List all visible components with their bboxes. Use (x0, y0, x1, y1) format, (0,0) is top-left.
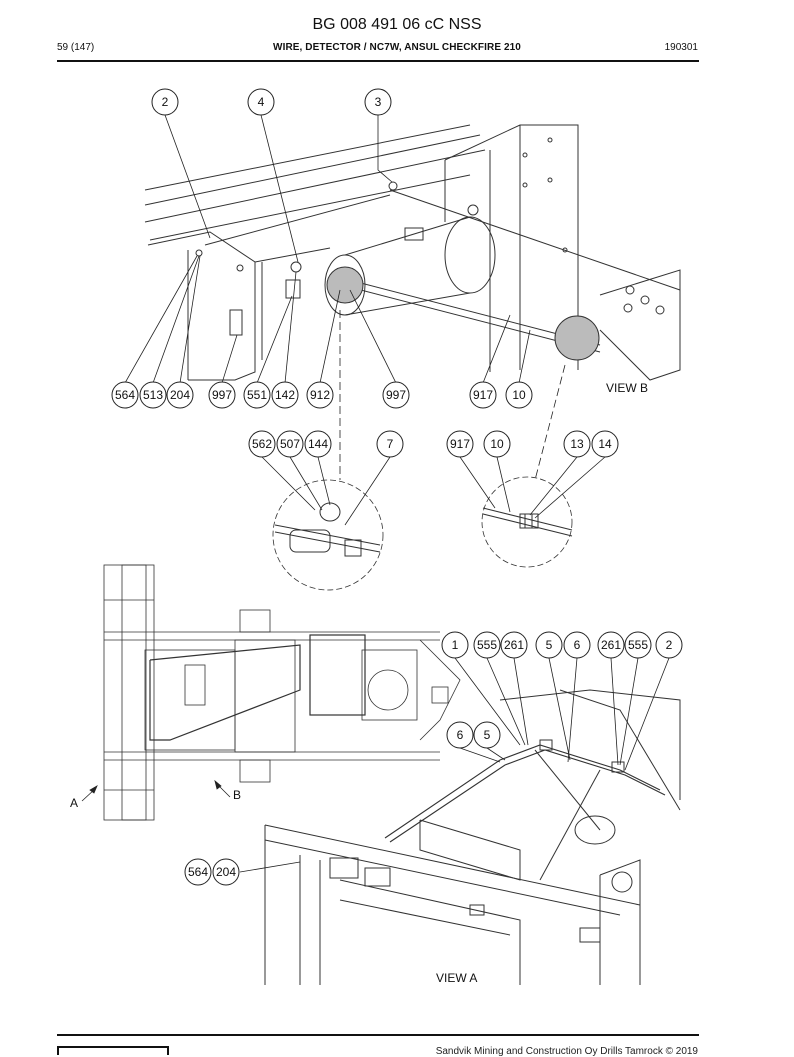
svg-text:6: 6 (574, 638, 581, 652)
callouts-view-a: 1 555 261 5 6 261 555 2 6 5 564 204 (184, 631, 683, 886)
callout-bubble: 6 (446, 721, 474, 749)
svg-text:14: 14 (598, 437, 612, 451)
callout-bubble: 564 (184, 858, 212, 886)
callout-bubble: 204 (212, 858, 240, 886)
callout-bubble: 1 (441, 631, 469, 659)
svg-text:555: 555 (628, 638, 648, 652)
document-date: 190301 (664, 42, 698, 53)
svg-text:13: 13 (570, 437, 584, 451)
callout-bubble: 997 (382, 381, 410, 409)
svg-text:204: 204 (170, 388, 190, 402)
callout-bubble: 261 (500, 631, 528, 659)
svg-text:261: 261 (601, 638, 621, 652)
callout-bubble: 6 (563, 631, 591, 659)
svg-text:2: 2 (666, 638, 673, 652)
svg-text:997: 997 (386, 388, 406, 402)
view-arrow-a-label: A (70, 796, 78, 810)
page-count: 59 (147) (57, 42, 95, 53)
detail-right (481, 476, 573, 568)
callouts-row-b: 564 513 204 997 551 142 912 997 917 10 (111, 381, 533, 409)
callout-bubble: 562 (248, 430, 276, 458)
svg-text:917: 917 (473, 388, 493, 402)
callouts-detail: 562 507 144 7 917 10 13 14 (248, 430, 619, 458)
view-a-drawing (264, 689, 681, 985)
callout-bubble: 14 (591, 430, 619, 458)
svg-text:10: 10 (490, 437, 504, 451)
callout-bubble: 10 (505, 381, 533, 409)
callout-bubble: 555 (624, 631, 652, 659)
svg-text:10: 10 (512, 388, 526, 402)
callout-bubble: 917 (469, 381, 497, 409)
svg-text:562: 562 (252, 437, 272, 451)
detail-marker-left (326, 266, 364, 304)
callout-bubble: 2 (655, 631, 683, 659)
svg-text:1: 1 (452, 638, 459, 652)
svg-text:555: 555 (477, 638, 497, 652)
svg-text:5: 5 (484, 728, 491, 742)
svg-text:513: 513 (143, 388, 163, 402)
callout-bubble: 912 (306, 381, 334, 409)
callout-bubble: 13 (563, 430, 591, 458)
svg-text:5: 5 (546, 638, 553, 652)
footer-copyright: Sandvik Mining and Construction Oy Drill… (435, 1046, 698, 1057)
svg-text:144: 144 (308, 437, 328, 451)
document-number: BG 008 491 06 cC NSS (312, 16, 482, 33)
sheet-title: WIRE, DETECTOR / NC7W, ANSUL CHECKFIRE 2… (273, 42, 521, 53)
svg-text:997: 997 (212, 388, 232, 402)
svg-text:3: 3 (375, 95, 382, 109)
callouts-upper: 2 4 3 (151, 88, 392, 116)
svg-text:6: 6 (457, 728, 464, 742)
leader-lines-view-a (239, 657, 670, 873)
callout-bubble: 3 (364, 88, 392, 116)
svg-text:142: 142 (275, 388, 295, 402)
callout-bubble: 5 (473, 721, 501, 749)
view-b-drawing (144, 124, 681, 381)
svg-text:204: 204 (216, 865, 236, 879)
view-arrow-b-label: B (233, 788, 241, 802)
header-rule (57, 60, 699, 62)
detail-left (272, 479, 384, 591)
callout-bubble: 551 (243, 381, 271, 409)
svg-text:917: 917 (450, 437, 470, 451)
callout-bubble: 917 (446, 430, 474, 458)
leader-lines-detail (261, 456, 606, 526)
callout-bubble: 564 (111, 381, 139, 409)
callout-bubble: 7 (376, 430, 404, 458)
svg-text:551: 551 (247, 388, 267, 402)
callout-bubble: 142 (271, 381, 299, 409)
detail-marker-right (554, 315, 600, 361)
view-a-label: VIEW A (436, 971, 477, 985)
view-b-label: VIEW B (606, 381, 648, 395)
footer-rule (57, 1034, 699, 1036)
svg-text:507: 507 (280, 437, 300, 451)
svg-text:912: 912 (310, 388, 330, 402)
svg-text:261: 261 (504, 638, 524, 652)
callout-bubble: 10 (483, 430, 511, 458)
plan-view-arrows (81, 779, 231, 802)
svg-text:564: 564 (115, 388, 135, 402)
svg-text:7: 7 (387, 437, 394, 451)
svg-text:564: 564 (188, 865, 208, 879)
callout-bubble: 144 (304, 430, 332, 458)
callout-bubble: 513 (139, 381, 167, 409)
callout-bubble: 2 (151, 88, 179, 116)
plan-view (103, 564, 461, 821)
callout-bubble: 204 (166, 381, 194, 409)
callout-bubble: 507 (276, 430, 304, 458)
callout-bubble: 4 (247, 88, 275, 116)
callout-bubble: 5 (535, 631, 563, 659)
callout-bubble: 555 (473, 631, 501, 659)
svg-text:2: 2 (162, 95, 169, 109)
leader-lines-upper (124, 114, 566, 481)
callout-bubble: 997 (208, 381, 236, 409)
callout-bubble: 261 (597, 631, 625, 659)
brand-logo (57, 1046, 169, 1055)
svg-text:4: 4 (258, 95, 265, 109)
